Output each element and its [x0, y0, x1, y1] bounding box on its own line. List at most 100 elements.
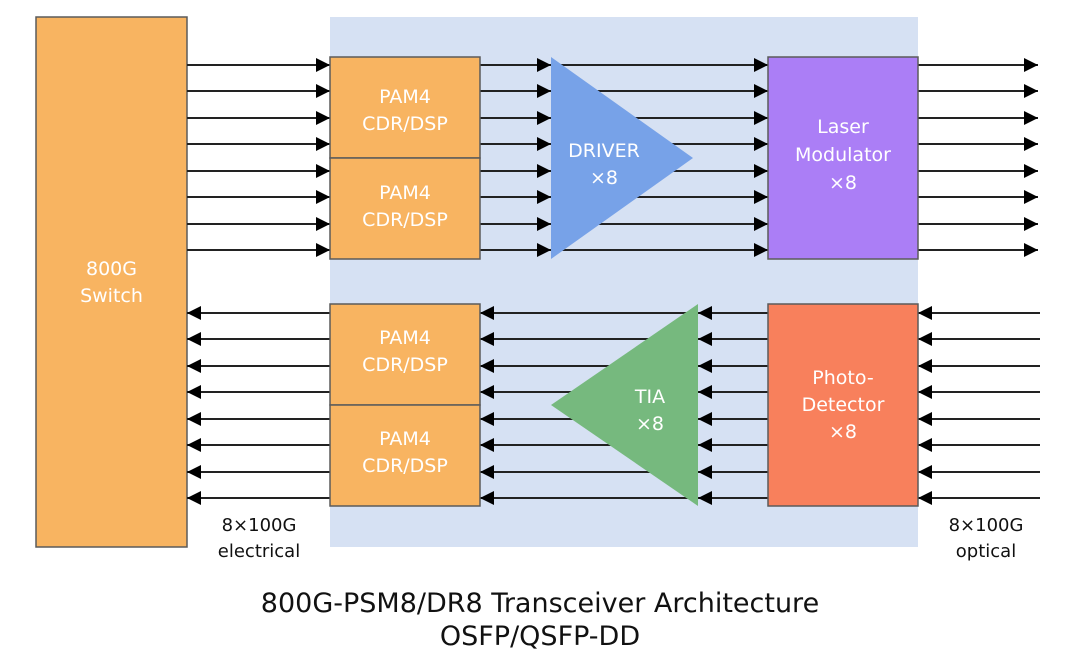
- tx-pam4-1-line1: PAM4: [379, 86, 431, 108]
- arrow-right-icon: [754, 84, 768, 98]
- arrow-right-icon: [316, 190, 330, 204]
- rx-pam4-block-1: [329, 303, 481, 406]
- arrow-right-icon: [316, 164, 330, 178]
- tx-pam4-2-line2: CDR/DSP: [362, 209, 448, 231]
- driver-amplifier: [551, 57, 693, 259]
- arrow-right-icon: [754, 190, 768, 204]
- arrow-right-icon: [1024, 137, 1038, 151]
- electrical-label-line1: 8×100G: [222, 515, 297, 536]
- arrow-right-icon: [754, 243, 768, 257]
- tx-pam4-block-1: [329, 56, 481, 159]
- arrow-left-icon: [187, 491, 201, 505]
- arrow-left-icon: [918, 306, 932, 320]
- arrow-right-icon: [537, 111, 551, 125]
- arrow-left-icon: [918, 438, 932, 452]
- tx-pam4-2-line1: PAM4: [379, 182, 431, 204]
- arrow-left-icon: [480, 412, 494, 426]
- arrow-left-icon: [698, 491, 712, 505]
- rx-pam4-1-line1: PAM4: [379, 327, 431, 349]
- arrow-left-icon: [918, 332, 932, 346]
- laser-modulator-line3: ×8: [829, 172, 857, 194]
- arrow-right-icon: [1024, 164, 1038, 178]
- rx-pam4-block-2: [329, 404, 481, 507]
- tia-label-line2: ×8: [636, 413, 664, 435]
- driver-label-line2: ×8: [590, 167, 618, 189]
- arrow-left-icon: [698, 306, 712, 320]
- switch-label-line1: 800G: [86, 258, 137, 280]
- arrow-left-icon: [480, 491, 494, 505]
- arrow-left-icon: [918, 412, 932, 426]
- arrow-right-icon: [316, 58, 330, 72]
- diagram-subtitle: OSFP/QSFP-DD: [440, 621, 640, 652]
- arrow-left-icon: [480, 359, 494, 373]
- arrow-left-icon: [187, 332, 201, 346]
- tia-label-line1: TIA: [634, 386, 665, 408]
- arrow-right-icon: [537, 164, 551, 178]
- photodetector-line3: ×8: [829, 421, 857, 443]
- photodetector-line1: Photo-: [812, 367, 873, 389]
- arrow-right-icon: [537, 137, 551, 151]
- switch-block: [35, 16, 188, 548]
- arrow-right-icon: [537, 190, 551, 204]
- tia-amplifier: [551, 304, 698, 506]
- arrow-left-icon: [918, 385, 932, 399]
- rx-pam4-1-line2: CDR/DSP: [362, 354, 448, 376]
- arrow-left-icon: [918, 359, 932, 373]
- arrow-right-icon: [1024, 190, 1038, 204]
- arrow-left-icon: [187, 359, 201, 373]
- optical-label-line2: optical: [956, 541, 1016, 562]
- arrow-left-icon: [187, 306, 201, 320]
- arrow-right-icon: [316, 137, 330, 151]
- laser-modulator-line1: Laser: [817, 116, 869, 138]
- arrow-right-icon: [537, 217, 551, 231]
- arrow-left-icon: [698, 465, 712, 479]
- photodetector-line2: Detector: [802, 394, 885, 416]
- arrow-right-icon: [316, 84, 330, 98]
- photodetector-block: [767, 303, 919, 507]
- driver-label-line1: DRIVER: [568, 140, 640, 162]
- arrow-left-icon: [480, 465, 494, 479]
- laser-modulator-block: [767, 56, 919, 260]
- arrow-right-icon: [1024, 111, 1038, 125]
- arrow-right-icon: [316, 111, 330, 125]
- arrow-left-icon: [480, 438, 494, 452]
- electrical-label-line2: electrical: [218, 541, 300, 562]
- arrow-right-icon: [1024, 84, 1038, 98]
- arrow-right-icon: [537, 243, 551, 257]
- arrow-left-icon: [187, 385, 201, 399]
- laser-modulator-line2: Modulator: [795, 144, 891, 166]
- diagram-title: 800G-PSM8/DR8 Transceiver Architecture: [261, 588, 819, 619]
- arrow-left-icon: [698, 438, 712, 452]
- arrow-right-icon: [537, 84, 551, 98]
- rx-pam4-2-line2: CDR/DSP: [362, 455, 448, 477]
- arrow-left-icon: [698, 359, 712, 373]
- switch-label-line2: Switch: [80, 285, 143, 307]
- tx-pam4-1-line2: CDR/DSP: [362, 113, 448, 135]
- arrow-left-icon: [187, 465, 201, 479]
- rx-pam4-2-line1: PAM4: [379, 428, 431, 450]
- arrow-right-icon: [1024, 243, 1038, 257]
- arrow-right-icon: [754, 137, 768, 151]
- arrow-left-icon: [918, 491, 932, 505]
- arrow-left-icon: [187, 412, 201, 426]
- arrow-left-icon: [480, 306, 494, 320]
- arrow-right-icon: [316, 217, 330, 231]
- arrow-right-icon: [316, 243, 330, 257]
- arrow-left-icon: [480, 385, 494, 399]
- arrow-right-icon: [1024, 217, 1038, 231]
- arrow-left-icon: [918, 465, 932, 479]
- arrow-left-icon: [698, 332, 712, 346]
- optical-label-line1: 8×100G: [949, 515, 1024, 536]
- arrow-left-icon: [187, 438, 201, 452]
- arrow-left-icon: [480, 332, 494, 346]
- arrow-right-icon: [754, 58, 768, 72]
- arrow-left-icon: [698, 385, 712, 399]
- arrow-right-icon: [1024, 58, 1038, 72]
- tx-pam4-block-2: [329, 157, 481, 260]
- arrow-right-icon: [754, 217, 768, 231]
- arrow-right-icon: [754, 111, 768, 125]
- arrow-right-icon: [754, 164, 768, 178]
- signal-lanes: [187, 58, 1040, 505]
- arrow-right-icon: [537, 58, 551, 72]
